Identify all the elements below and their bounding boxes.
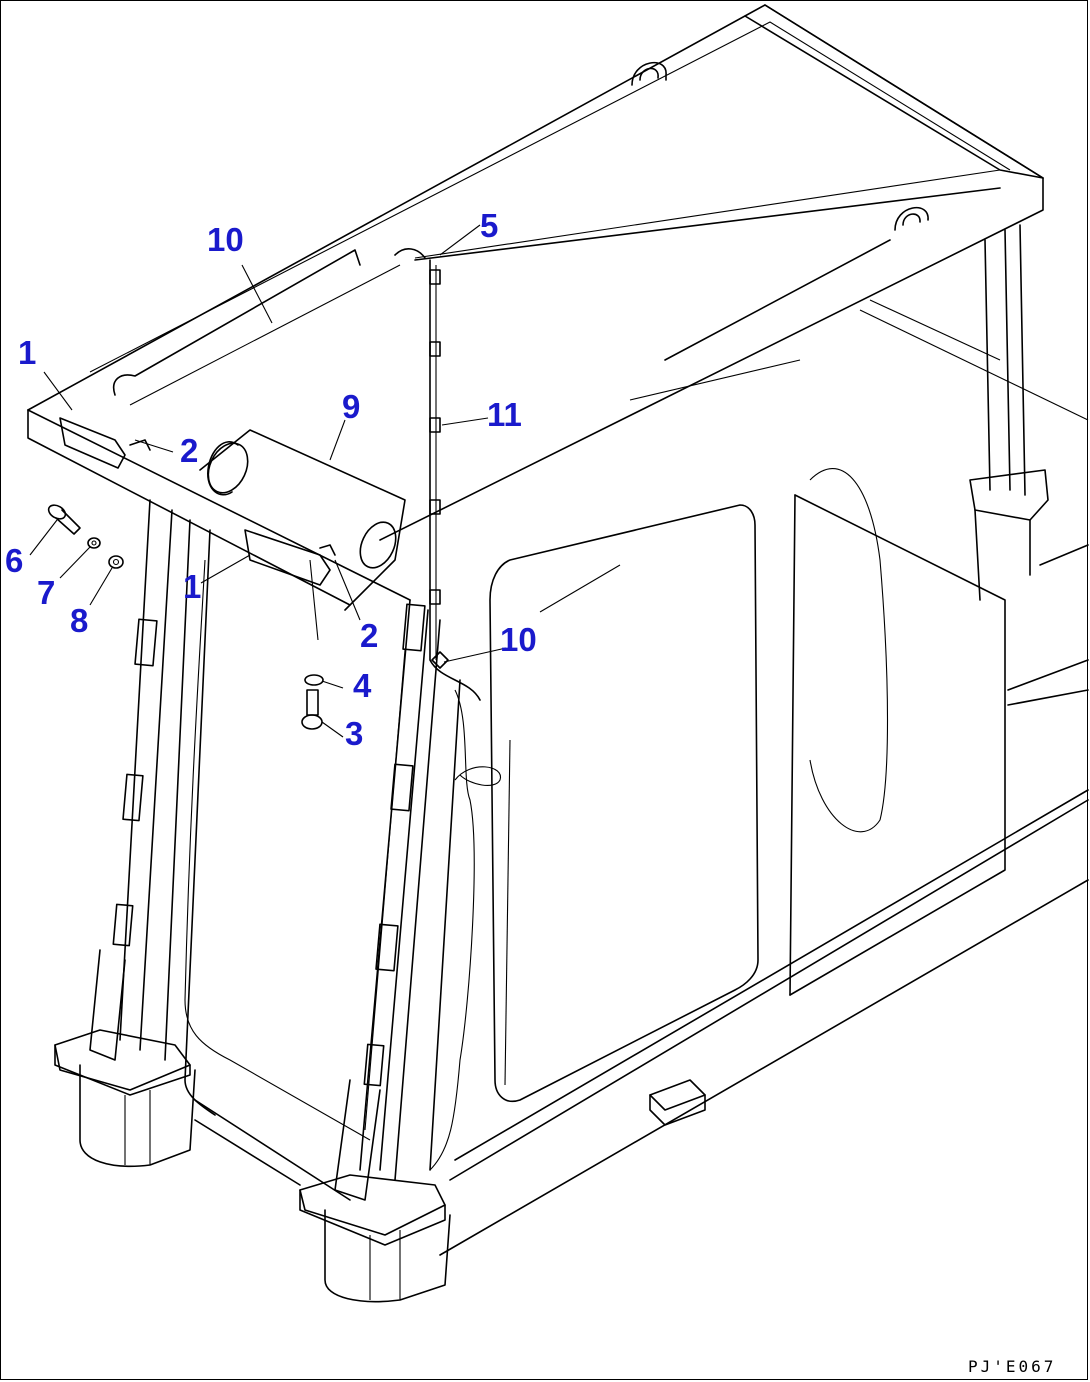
side-body — [429, 224, 1089, 1256]
callout-9: 9 — [342, 388, 360, 425]
right-foot — [299, 1079, 451, 1303]
loose-bolts — [47, 504, 324, 730]
callout-2-upper: 2 — [180, 432, 198, 469]
callout-1-upper: 1 — [18, 334, 36, 371]
callout-3: 3 — [345, 715, 363, 752]
visor-bracket — [59, 417, 406, 611]
leader-lines — [29, 224, 621, 738]
callout-8: 8 — [70, 602, 88, 639]
wire-harness — [429, 265, 449, 669]
callouts: 1 1 2 2 3 4 5 6 7 8 9 10 10 11 — [5, 207, 537, 752]
drawing-code: PJ'E067 — [968, 1357, 1056, 1376]
callout-2-lower: 2 — [360, 617, 378, 654]
callout-7: 7 — [37, 574, 55, 611]
roof-frame — [27, 4, 1044, 606]
callout-11: 11 — [487, 396, 522, 433]
callout-6: 6 — [5, 542, 23, 579]
callout-10-upper: 10 — [207, 221, 244, 258]
left-foot — [54, 949, 196, 1168]
callout-4: 4 — [353, 667, 372, 704]
front-pillars — [112, 499, 461, 1201]
callout-5: 5 — [480, 207, 498, 244]
callout-1-lower: 1 — [183, 568, 201, 605]
callout-10-lower: 10 — [500, 621, 537, 658]
